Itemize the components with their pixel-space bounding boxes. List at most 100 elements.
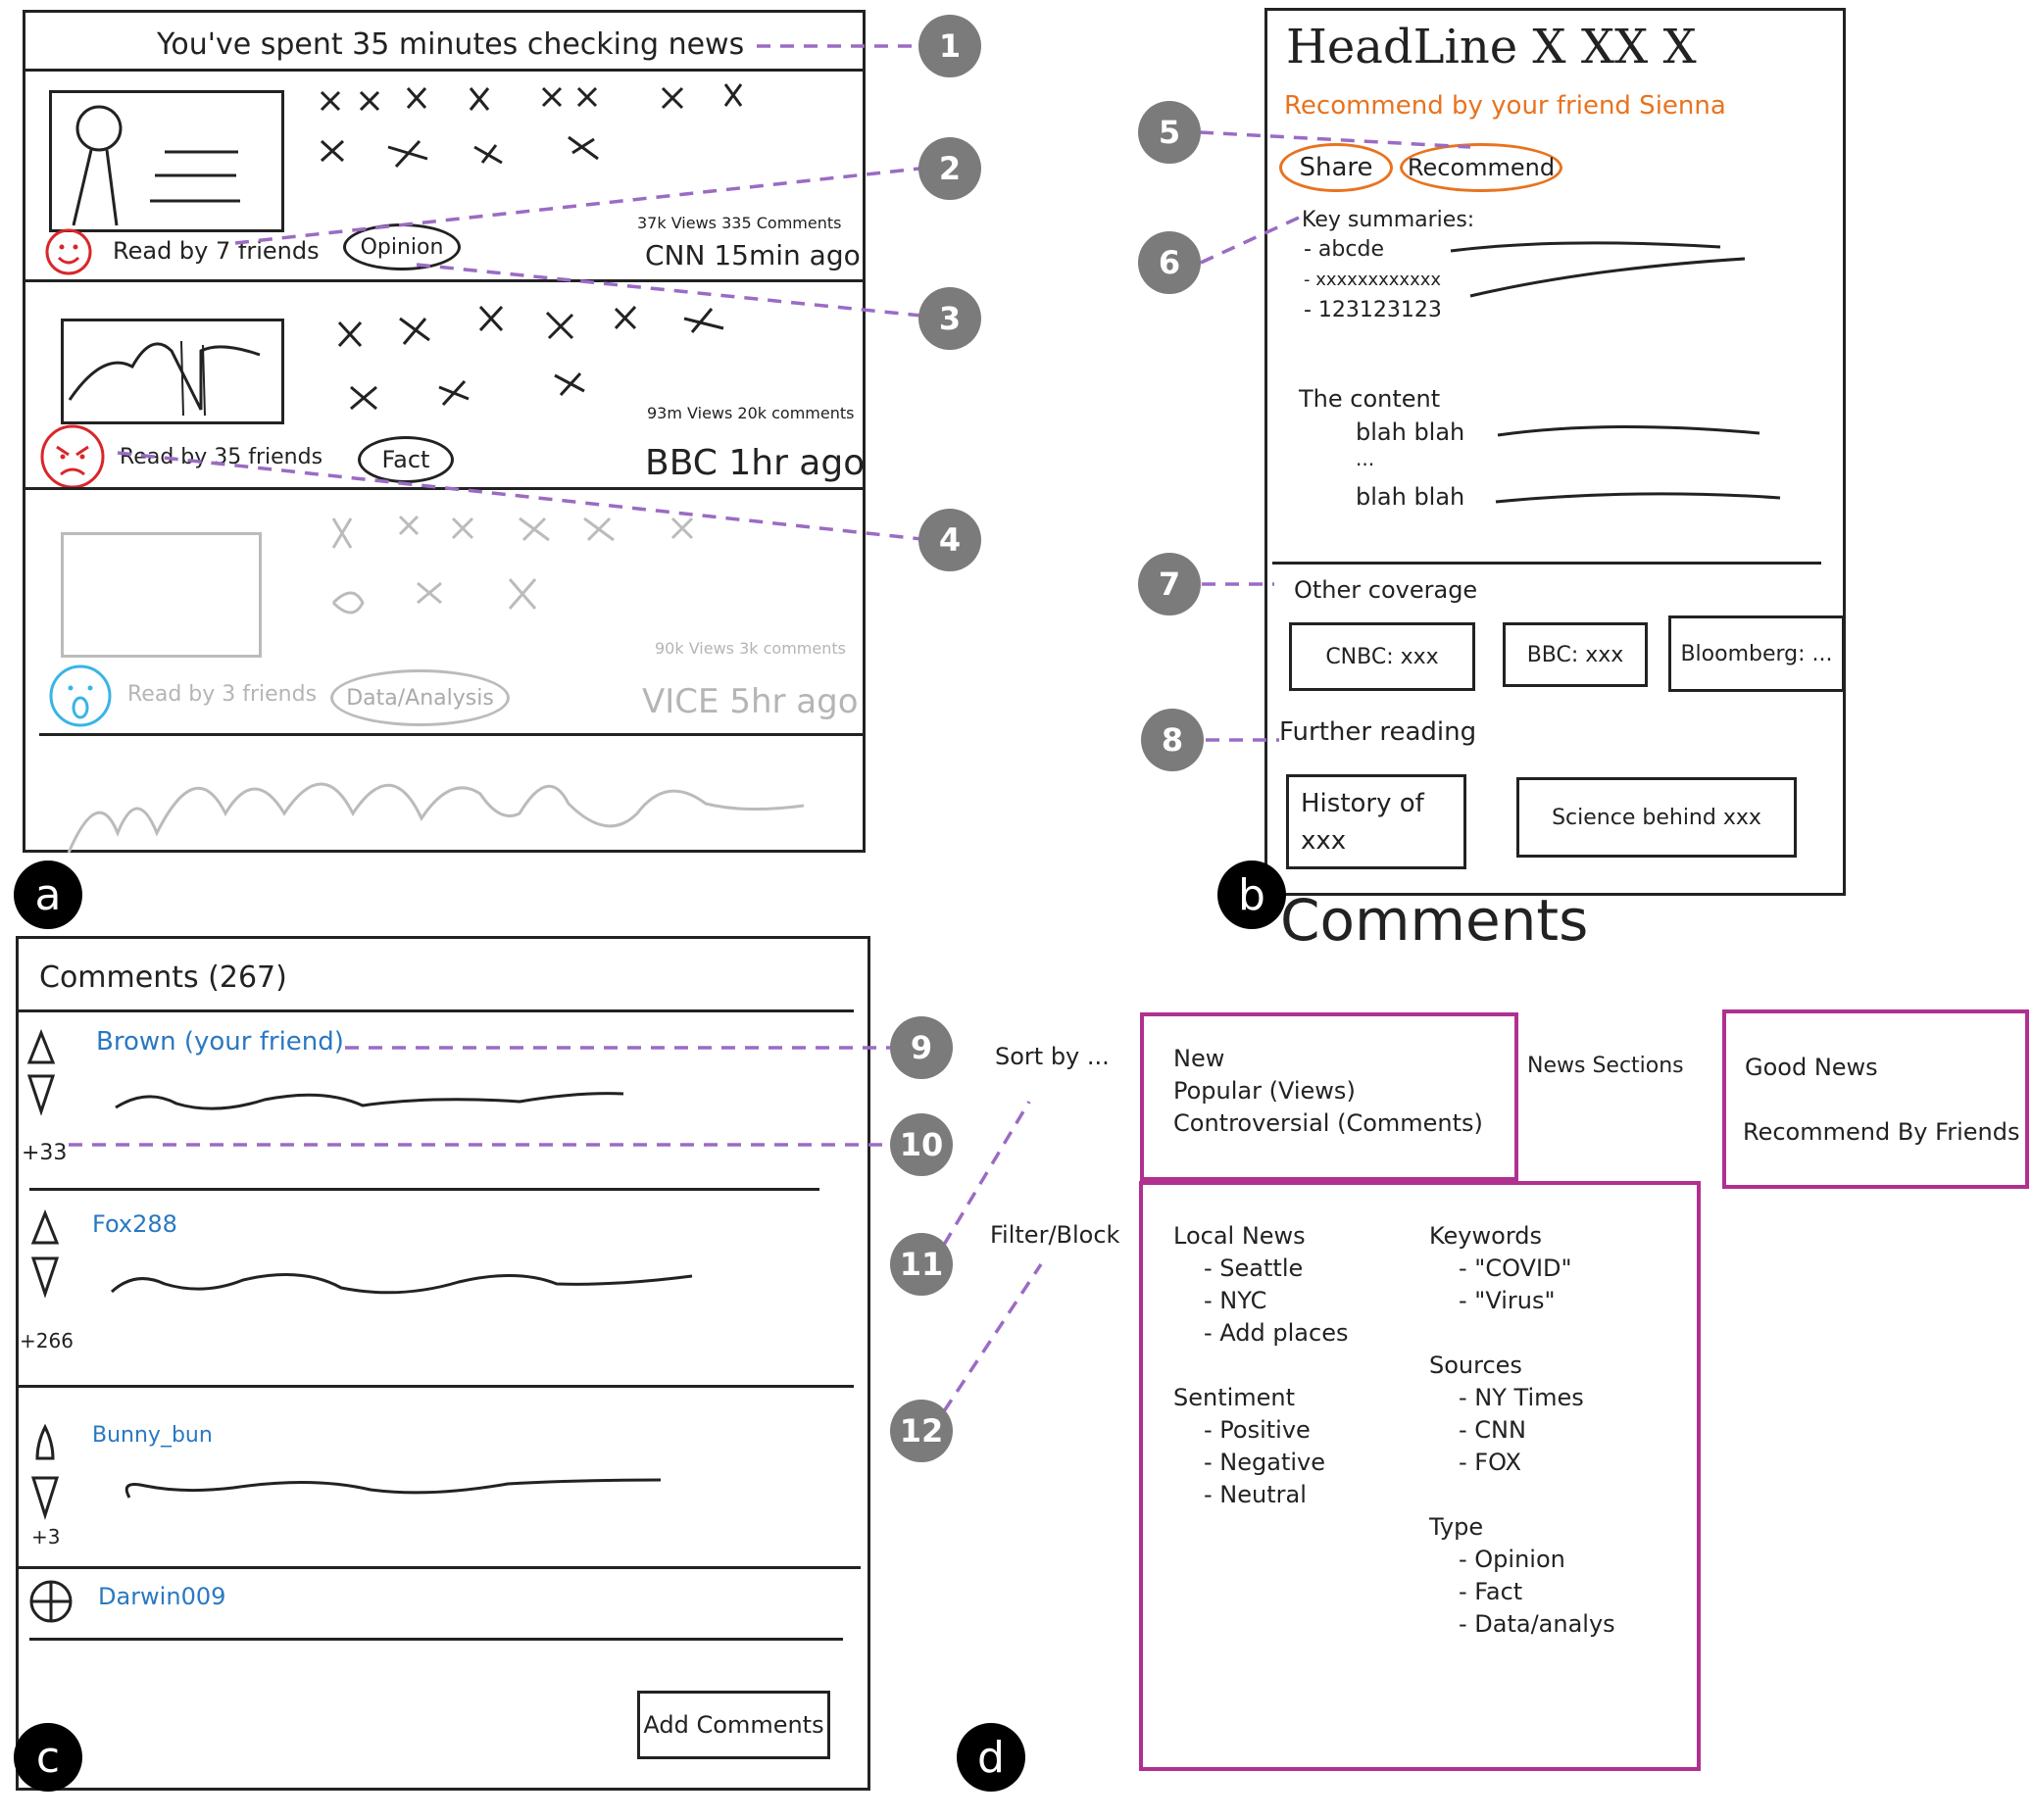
- summary-placeholder-lines: [1450, 241, 1746, 298]
- sort-options-box[interactable]: [1140, 1012, 1518, 1181]
- article-thumbnail[interactable]: [61, 319, 284, 424]
- callout-badge: 10: [890, 1113, 953, 1176]
- surprised-face-icon: [49, 664, 112, 727]
- content-line: blah blah: [1356, 483, 1465, 511]
- filter-option[interactable]: - Opinion: [1459, 1546, 1565, 1573]
- news-sections-box[interactable]: [1722, 1009, 2029, 1189]
- news-section-item[interactable]: Recommend By Friends: [1743, 1118, 2020, 1146]
- filter-option[interactable]: - Data/analys: [1459, 1610, 1615, 1638]
- content-title: The content: [1299, 385, 1441, 413]
- callout-badge: 9: [890, 1016, 953, 1079]
- callout-badge: 4: [918, 509, 981, 571]
- upvote-icon[interactable]: [35, 1423, 55, 1460]
- tag-opinion[interactable]: Opinion: [343, 223, 461, 271]
- filter-option[interactable]: - Positive: [1204, 1416, 1311, 1444]
- comment-score: +266: [20, 1329, 74, 1353]
- filter-option[interactable]: - Fact: [1459, 1578, 1523, 1605]
- callout-badge: 1: [918, 15, 981, 77]
- filter-group-title: Sentiment: [1173, 1384, 1296, 1411]
- recommend-button[interactable]: Recommend: [1400, 143, 1562, 192]
- filter-option[interactable]: - NY Times: [1459, 1384, 1584, 1411]
- filter-group-title: Local News: [1173, 1222, 1306, 1250]
- comments-panel: [16, 936, 870, 1791]
- sort-option[interactable]: New: [1173, 1045, 1225, 1072]
- callout-badge: 7: [1138, 553, 1201, 615]
- sort-option[interactable]: Controversial (Comments): [1173, 1109, 1483, 1137]
- downvote-icon[interactable]: [26, 1074, 56, 1116]
- filter-option[interactable]: - FOX: [1459, 1449, 1521, 1476]
- tag-label: Fact: [381, 446, 430, 473]
- headline-placeholder-scribble: [331, 515, 694, 615]
- tag-data-analysis[interactable]: Data/Analysis: [330, 669, 510, 726]
- article-stats: 90k Views 3k comments: [655, 639, 846, 658]
- filter-option[interactable]: - Add places: [1204, 1319, 1349, 1347]
- summary-item: - abcde: [1304, 237, 1384, 262]
- read-by-friends-label: Read by 7 friends: [113, 237, 320, 265]
- article-source-time: VICE 5hr ago: [642, 682, 859, 721]
- summary-item: - xxxxxxxxxxxx: [1304, 270, 1442, 290]
- vote-arrows: [30, 1423, 60, 1520]
- smile-face-icon: [45, 228, 92, 275]
- coverage-label: Bloomberg: ...: [1680, 641, 1833, 666]
- comment-username[interactable]: Bunny_bun: [92, 1423, 213, 1448]
- news-section-item[interactable]: Good News: [1745, 1054, 1878, 1081]
- comment-text-placeholder: [115, 1092, 624, 1110]
- filter-group-title: Type: [1429, 1513, 1484, 1541]
- card-divider: [39, 733, 866, 736]
- further-reading-label: History of xxx: [1301, 789, 1424, 856]
- comment-text-placeholder: [124, 1478, 662, 1499]
- filter-option[interactable]: - CNN: [1459, 1416, 1526, 1444]
- panel-label-c: c: [14, 1723, 82, 1792]
- article-source-time: CNN 15min ago: [645, 239, 861, 271]
- comment-username[interactable]: Fox288: [92, 1210, 177, 1238]
- comment-username[interactable]: Brown (your friend): [96, 1027, 344, 1057]
- tag-fact[interactable]: Fact: [358, 436, 454, 483]
- read-by-friends-label: Read by 3 friends: [127, 682, 318, 707]
- filter-group-title: Keywords: [1429, 1222, 1543, 1250]
- downvote-icon[interactable]: [30, 1476, 60, 1520]
- sort-option[interactable]: Popular (Views): [1173, 1077, 1356, 1105]
- add-comments-button[interactable]: Add Comments: [637, 1691, 830, 1759]
- header-divider: [23, 69, 866, 72]
- upvote-icon[interactable]: [26, 1029, 56, 1064]
- add-comments-label: Add Comments: [643, 1711, 824, 1739]
- card-divider: [23, 487, 866, 490]
- comments-count-title: Comments (267): [39, 960, 287, 995]
- chart-sketch-icon: [68, 340, 261, 417]
- callout-badge: 5: [1138, 101, 1201, 164]
- panel-label-b: b: [1217, 861, 1286, 929]
- coverage-card[interactable]: Bloomberg: ...: [1668, 615, 1845, 692]
- comment-username[interactable]: Darwin009: [98, 1583, 226, 1610]
- other-coverage-title: Other coverage: [1294, 576, 1478, 604]
- add-vote-icon[interactable]: [27, 1578, 76, 1627]
- filter-option[interactable]: - Seattle: [1204, 1254, 1304, 1282]
- filter-block-box: [1139, 1181, 1701, 1771]
- content-placeholder-lines: [1495, 424, 1781, 504]
- filter-option[interactable]: - NYC: [1204, 1287, 1267, 1314]
- downvote-icon[interactable]: [30, 1256, 60, 1299]
- comments-header-divider: [16, 1009, 854, 1012]
- summary-item: - 123123123: [1304, 298, 1442, 322]
- callout-badge: 3: [918, 287, 981, 350]
- share-label: Share: [1299, 153, 1373, 182]
- person-sketch-icon: [72, 105, 240, 226]
- coverage-card[interactable]: BBC: xxx: [1503, 622, 1648, 687]
- upvote-icon[interactable]: [30, 1209, 60, 1245]
- article-thumbnail[interactable]: [49, 90, 284, 232]
- filter-option[interactable]: - "COVID": [1459, 1254, 1572, 1282]
- callout-badge: 2: [918, 137, 981, 200]
- filter-option[interactable]: - "Virus": [1459, 1287, 1556, 1314]
- recommend-label: Recommend: [1407, 154, 1556, 181]
- comment-text-placeholder: [110, 1273, 693, 1295]
- filter-option[interactable]: - Negative: [1204, 1449, 1325, 1476]
- further-reading-card[interactable]: Science behind xxx: [1516, 777, 1797, 858]
- filter-option[interactable]: - Neutral: [1204, 1481, 1307, 1508]
- news-feed-panel: [23, 10, 866, 853]
- share-button[interactable]: Share: [1279, 143, 1393, 192]
- further-reading-title: Further reading: [1279, 717, 1477, 747]
- callout-badge: 6: [1138, 231, 1201, 294]
- article-thumbnail[interactable]: [61, 532, 262, 658]
- further-reading-card[interactable]: History of xxx: [1286, 774, 1466, 869]
- recommended-by-friend: Recommend by your friend Sienna: [1284, 91, 1726, 121]
- coverage-card[interactable]: CNBC: xxx: [1289, 622, 1475, 691]
